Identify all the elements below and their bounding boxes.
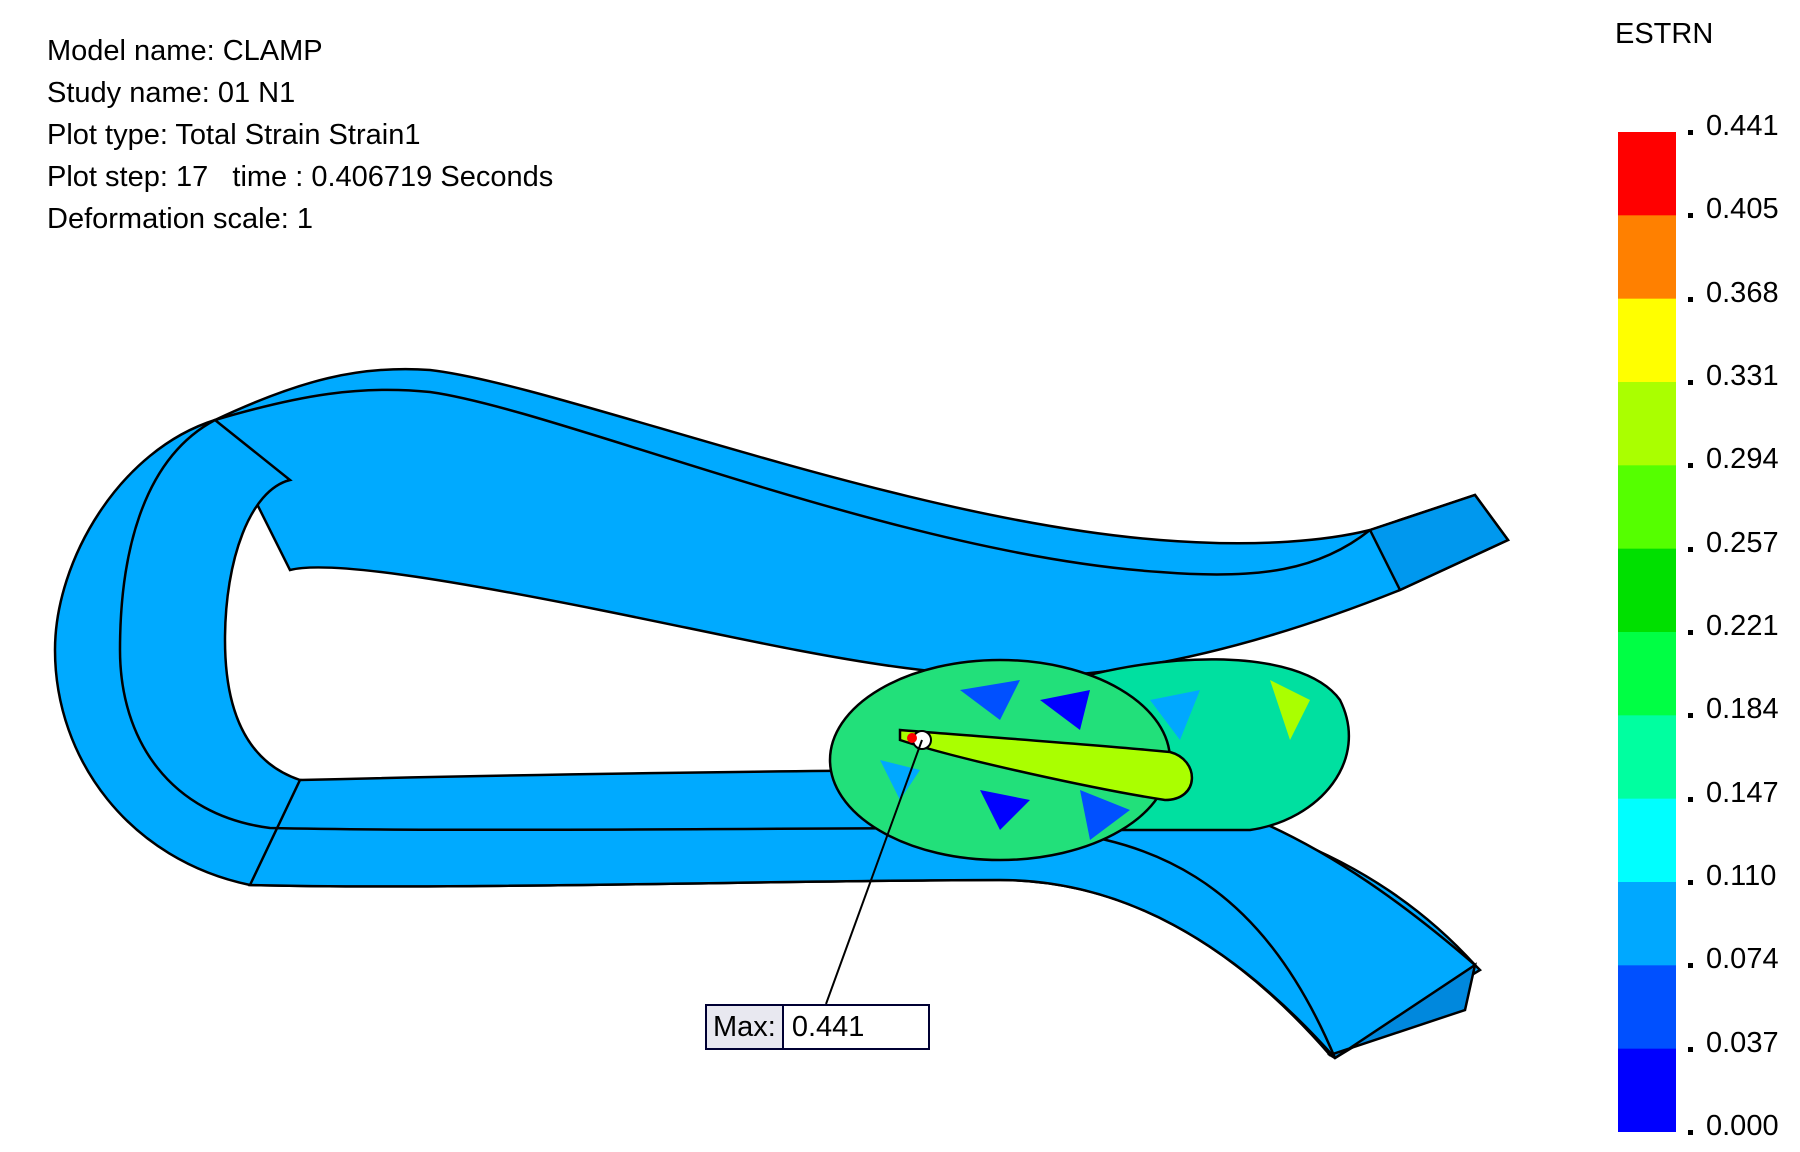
legend-tick-label: 0.221 — [1706, 610, 1779, 642]
legend-tick-label: 0.000 — [1706, 1110, 1779, 1142]
strain-patch-2 — [1040, 690, 1090, 730]
plot-type: Plot type: Total Strain Strain1 — [47, 119, 421, 151]
legend-swatch — [1618, 465, 1676, 550]
roller-pin — [828, 658, 1351, 862]
clamp-upper-tip — [1368, 493, 1510, 592]
strain-patch-7 — [1270, 680, 1310, 740]
legend-swatch — [1618, 1048, 1676, 1132]
legend-swatch — [1618, 548, 1676, 633]
strain-patch-4 — [980, 790, 1030, 830]
legend-tick-mark — [1688, 880, 1693, 885]
legend-tick-label: 0.368 — [1706, 276, 1779, 309]
clamp-inner-line-loop — [118, 418, 1337, 1059]
strain-patch-3 — [1080, 790, 1130, 840]
legend-tick-label: 0.074 — [1706, 943, 1779, 976]
legend-swatch — [1618, 298, 1676, 383]
legend-swatch — [1618, 715, 1676, 800]
legend-swatch — [1618, 382, 1676, 466]
legend-tick-mark — [1688, 130, 1693, 135]
legend-swatch — [1618, 882, 1676, 966]
legend-tick-mark — [1688, 1130, 1693, 1135]
legend-tick-mark — [1688, 380, 1693, 385]
legend-tick-label: 0.405 — [1706, 193, 1779, 226]
legend-tick-mark — [1688, 713, 1693, 719]
deformation-scale: Deformation scale: 1 — [47, 203, 313, 235]
max-label-text: Max: — [707, 1006, 784, 1048]
strain-patch-6 — [880, 760, 920, 800]
legend-tick-mark — [1688, 546, 1693, 552]
legend-tick-label: 0.110 — [1706, 860, 1777, 892]
max-strain-hot — [907, 733, 917, 743]
legend-tick-label: 0.441 — [1706, 110, 1779, 142]
clamp-lower-tip — [1327, 962, 1477, 1060]
legend-tick-mark — [1688, 796, 1693, 802]
legend-tick-label: 0.147 — [1706, 776, 1779, 809]
legend-tick-mark — [1688, 630, 1693, 635]
legend-tick-mark — [1688, 296, 1693, 302]
legend-swatch — [1618, 965, 1676, 1050]
legend-swatch — [1618, 215, 1676, 300]
legend-swatch — [1618, 632, 1676, 716]
strain-patch-1 — [960, 680, 1020, 720]
clamp-lower-band — [248, 768, 1483, 1060]
legend-swatch — [1618, 798, 1676, 883]
clamp-body — [53, 367, 1510, 1060]
clamp-upper-band — [213, 367, 1510, 678]
clamp-inner-line-top — [214, 388, 1371, 576]
study-name: Study name: 01 N1 — [47, 77, 296, 109]
legend-tick-mark — [1688, 1046, 1693, 1052]
max-label[interactable]: Max: 0.441 — [705, 1004, 930, 1050]
legend-title: ESTRN — [1615, 18, 1714, 50]
legend-tick-label: 0.257 — [1706, 526, 1779, 559]
max-label-value: 0.441 — [791, 1011, 865, 1043]
legend-tick-label: 0.184 — [1706, 693, 1779, 726]
legend-tick-label: 0.331 — [1706, 360, 1779, 392]
legend-tick-mark — [1688, 963, 1693, 969]
legend-tick-mark — [1688, 213, 1693, 219]
plot-info: Model name: CLAMP Study name: 01 N1 Plot… — [47, 30, 553, 240]
legend-tick-label: 0.294 — [1706, 443, 1779, 476]
strain-patch-5 — [1150, 690, 1200, 740]
model-name: Model name: CLAMP — [47, 35, 323, 67]
legend-swatch — [1618, 132, 1676, 216]
roller-slot — [898, 728, 1194, 802]
legend-color-bar — [1618, 132, 1676, 1132]
legend-tick-mark — [1688, 463, 1693, 469]
legend-tick-label: 0.037 — [1706, 1026, 1779, 1059]
plot-step: Plot step: 17 time : 0.406719 Seconds — [47, 161, 554, 193]
max-leader-line — [825, 739, 923, 1005]
